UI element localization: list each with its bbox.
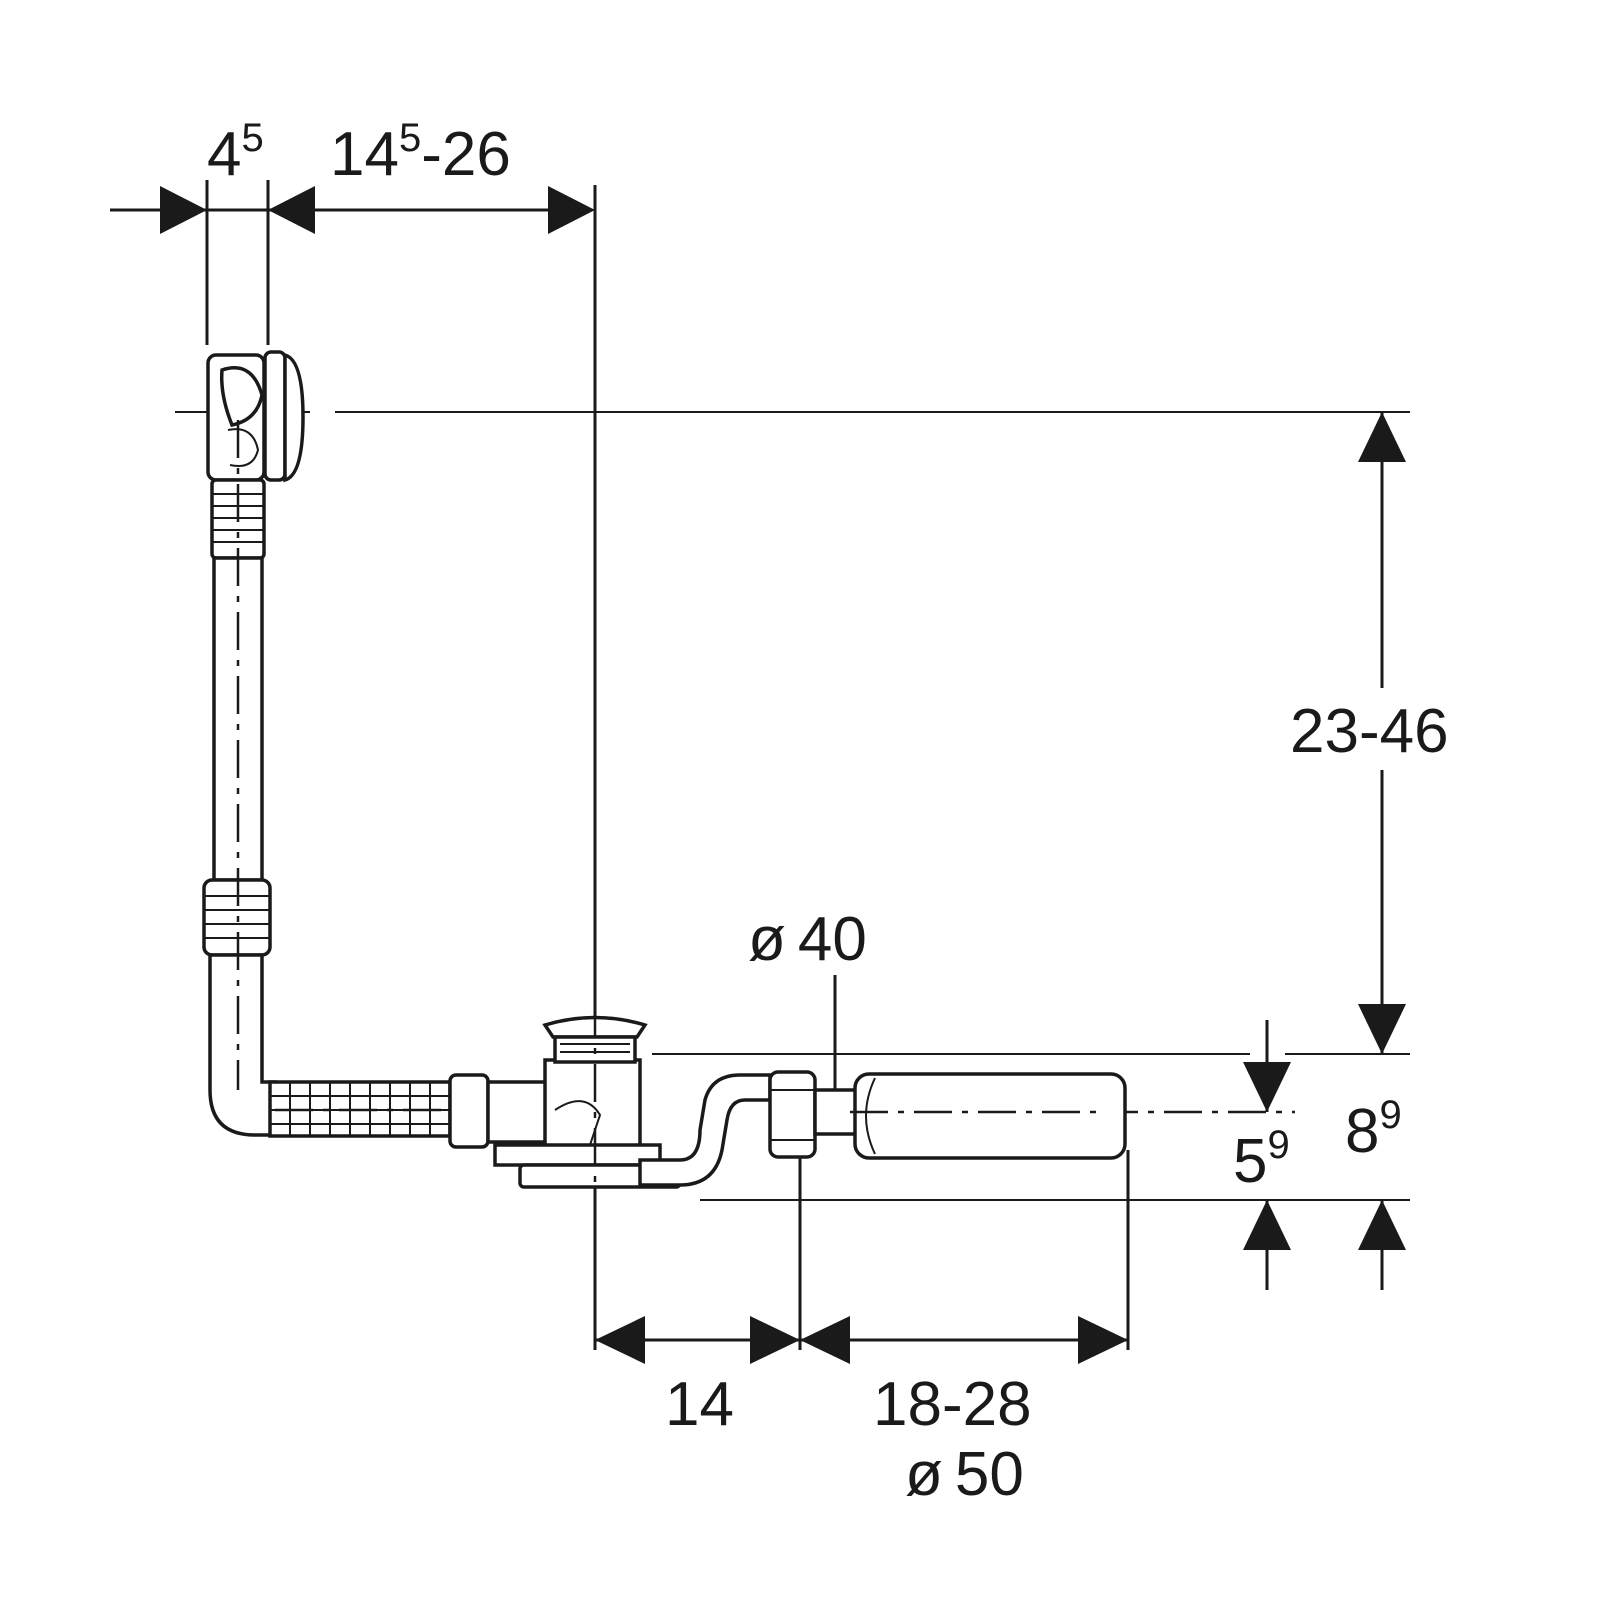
outlet-nut [768,1070,817,1159]
arrow-18-28-left [800,1316,850,1364]
overflow-elbow [208,953,277,1137]
overflow-head [206,350,305,483]
dim-outlet-length: 18-28 [873,1370,1032,1439]
dim-overflow-offset: 145-26 [330,116,511,189]
arrow-23-46-bottom [1358,1004,1406,1054]
center-lines [236,420,1100,1195]
arrow-5-9-up [1243,1200,1291,1250]
drain-assembly [202,350,1127,1189]
dim-outlet-height: 59 [1233,1123,1290,1196]
overflow-pipe [212,556,264,882]
arrow-23-46-top [1358,412,1406,462]
dim-overflow-width: 45 [207,116,264,189]
s-bend [638,1073,772,1187]
arrow-8-9-up [1358,1200,1406,1250]
outlet-pipe-50 [853,1072,1127,1160]
hose-nut [448,1073,490,1149]
arrow-14-5-left [268,186,315,234]
dim-total-height: 89 [1345,1093,1402,1166]
dim-drain-offset: 14 [665,1370,734,1439]
arrow-18-28-right [1078,1316,1128,1364]
arrowheads [160,186,1406,1364]
arrow-14-5-right [548,186,595,234]
arrow-14-right [750,1316,800,1364]
arrow-5-9-down [1243,1062,1291,1112]
arrow-14-left [595,1316,645,1364]
arrow-4-5-left [160,186,207,234]
extension-lines [110,180,1410,1350]
dim-height-range: 23-46 [1290,697,1449,766]
